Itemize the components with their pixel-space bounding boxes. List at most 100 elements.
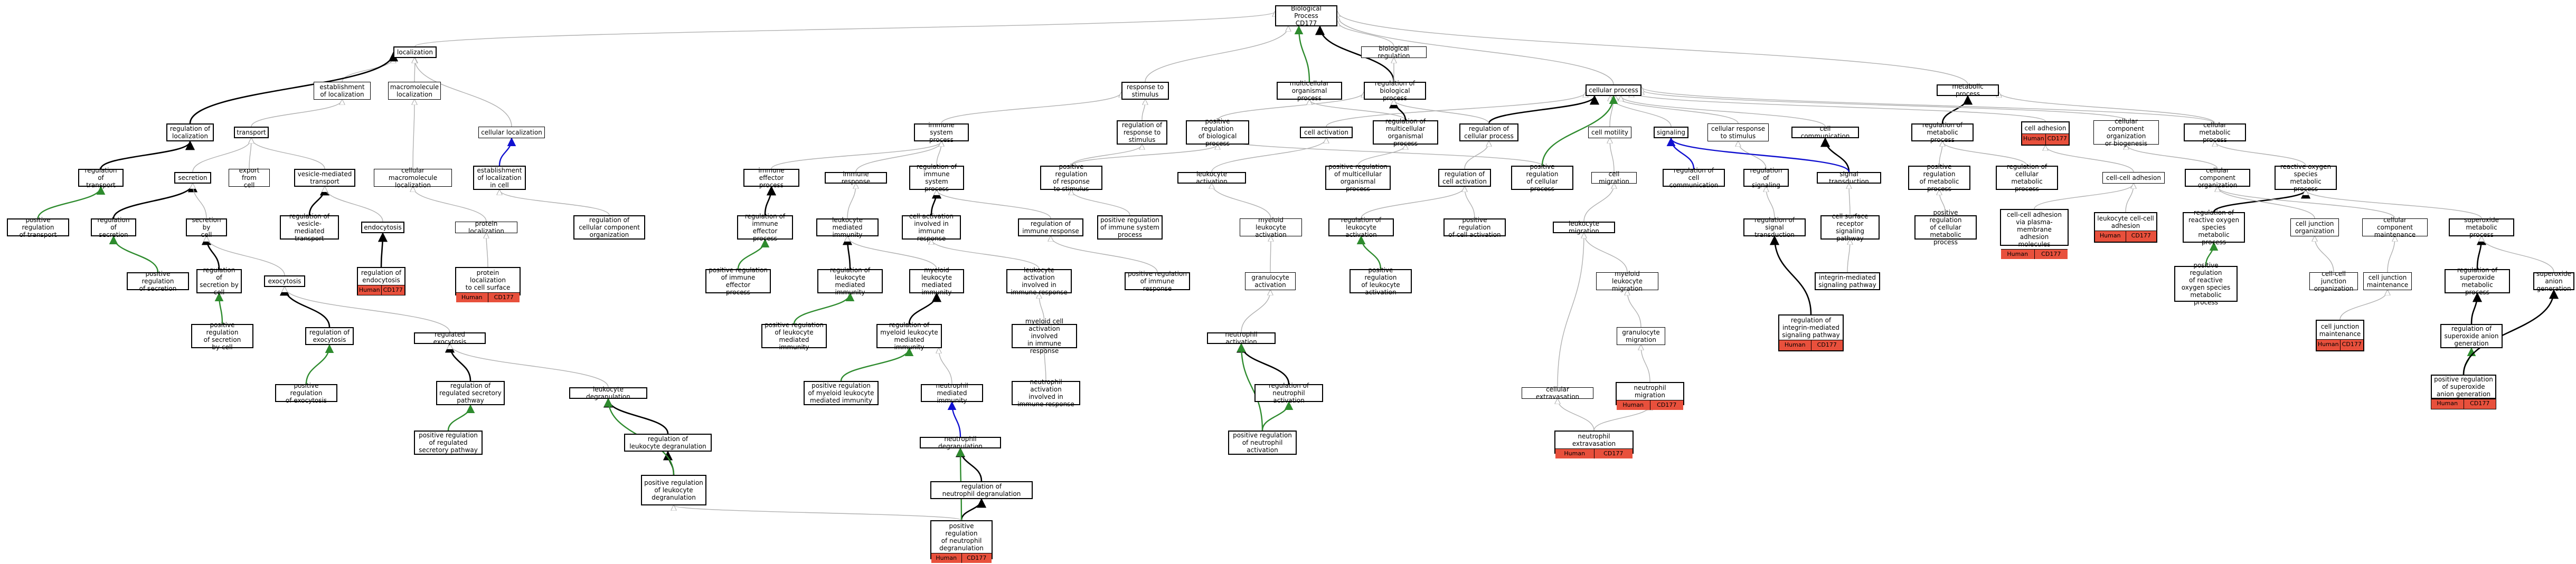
node-positive-regulation-of-regulated-secretory-pathway[interactable]: positive regulation of regulated secreto… [414, 431, 483, 455]
node-regulation-of-signal-transduction[interactable]: regulation of signal transduction [1743, 216, 1806, 238]
node-regulation-of-reactive-oxygen-species-metabolic-process[interactable]: regulation of reactive oxygen species me… [2183, 209, 2245, 246]
node-cell-junction-maintenance[interactable]: cell junction maintenance [2363, 272, 2412, 290]
node-positive-regulation-of-superoxide-anion-generation[interactable]: positive regulation of superoxide anion … [2431, 375, 2496, 399]
node-leukocyte-activation[interactable]: leukocyte activation [1177, 170, 1246, 185]
node-cellular-response-to-stimulus[interactable]: cellular response to stimulus [1707, 123, 1769, 141]
node-cell-activation[interactable]: cell activation [1300, 127, 1353, 138]
node-regulation-of-leukocyte-activation[interactable]: regulation of leukocyte activation [1328, 216, 1394, 238]
node-localization[interactable]: localization [393, 46, 437, 58]
node-metabolic-process[interactable]: metabolic process [1937, 83, 1999, 98]
gene-node-positive-regulation-of-neutrophil-degranulation[interactable]: positive regulation of neutrophil degran… [930, 520, 993, 563]
node-positive-regulation-of-leukocyte-activation[interactable]: positive regulation of leukocyte activat… [1350, 266, 1412, 296]
node-regulation-of-cellular-process[interactable]: regulation of cellular process [1459, 123, 1518, 141]
node-leukocyte-degranulation[interactable]: leukocyte degranulation [569, 386, 647, 400]
node-positive-regulation-of-immune-effector-process[interactable]: positive regulation of immune effector p… [705, 266, 771, 296]
node-establishment-of-localization[interactable]: establishment of localization [314, 82, 371, 100]
node-endocytosis[interactable]: endocytosis [361, 222, 404, 233]
node-regulation-of-regulated-secretory-pathway[interactable]: regulation of regulated secretory pathwa… [436, 381, 505, 405]
node-positive-regulation-of-cell-activation[interactable]: positive regulation of cell activation [1443, 216, 1506, 238]
node-regulation-of-immune-system-process[interactable]: regulation of immune system process [909, 163, 964, 193]
node-regulation-of-cellular-metabolic-process[interactable]: regulation of cellular metabolic process [1996, 163, 2058, 193]
node-positive-regulation-of-cellular-process[interactable]: positive regulation of cellular process [1511, 163, 1573, 193]
node-positive-regulation-of-neutrophil-activation[interactable]: positive regulation of neutrophil activa… [1228, 431, 1297, 455]
node-vesicle-mediated-transport[interactable]: vesicle-mediated transport [294, 169, 355, 187]
node-neutrophil-degranulation[interactable]: neutrophil degranulation [920, 435, 1001, 450]
node-cell-surface-receptor-signaling-pathway[interactable]: cell surface receptor signaling pathway [1820, 213, 1880, 242]
node-biological-process[interactable]: Biological Process CD177 [1275, 5, 1337, 27]
node-immune-response[interactable]: immune response [825, 170, 887, 185]
node-positive-regulation-of-leukocyte-mediated-immunity[interactable]: positive regulation of leukocyte mediate… [761, 321, 827, 351]
node-cell-cell-junction-organization[interactable]: cell-cell junction organization [2309, 270, 2358, 292]
node-cellular-component-organization-or-biogenesis[interactable]: cellular component organization or bioge… [2093, 118, 2159, 147]
node-immune-effector-process[interactable]: immune effector process [743, 167, 799, 189]
node-neutrophil-mediated-immunity[interactable]: neutrophil mediated immunity [921, 382, 983, 404]
node-positive-regulation-of-multicellular-organismal-process[interactable]: positive regulation of multicellular org… [1325, 163, 1391, 193]
node-signal-transduction[interactable]: signal transduction [1817, 170, 1881, 185]
node-positive-regulation-of-transport[interactable]: positive regulation of transport [7, 216, 69, 238]
node-myeloid-leukocyte-mediated-immunity[interactable]: myeloid leukocyte mediated immunity [909, 266, 964, 296]
node-regulation-of-vesicle-mediated-transport[interactable]: regulation of vesicle-mediated transport [280, 213, 339, 242]
node-leukocyte-activation-involved-in-immune-response[interactable]: leukocyte activation involved in immune … [1006, 266, 1072, 296]
node-regulation-of-leukocyte-mediated-immunity[interactable]: regulation of leukocyte mediated immunit… [817, 266, 883, 296]
node-myeloid-cell-activation-involved-in-immune-response[interactable]: myeloid cell activation involved in immu… [1012, 318, 1077, 355]
node-cell-junction-organization[interactable]: cell junction organization [2290, 218, 2339, 236]
node-positive-regulation-of-metabolic-process[interactable]: positive regulation of metabolic process [1908, 163, 1970, 193]
node-protein-localization[interactable]: protein localization [455, 220, 517, 235]
node-cellular-process[interactable]: cellular process [1586, 84, 1641, 96]
node-immune-system-process[interactable]: immune system process [914, 121, 969, 144]
node-superoxide-anion-generation[interactable]: superoxide anion generation [2533, 270, 2574, 292]
node-cellular-extravasation[interactable]: cellular extravasation [1522, 386, 1593, 400]
node-regulation-of-secretion[interactable]: regulation of secretion [91, 216, 136, 238]
node-signaling[interactable]: signaling [1654, 127, 1688, 138]
node-integrin-mediated-signaling-pathway[interactable]: integrin-mediated signaling pathway [1815, 272, 1880, 290]
node-superoxide-metabolic-process[interactable]: superoxide metabolic process [2449, 216, 2514, 238]
node-cell-migration[interactable]: cell migration [1591, 170, 1637, 185]
node-positive-regulation-of-response-to-stimulus[interactable]: positive regulation of response to stimu… [1040, 163, 1102, 193]
node-regulation-of-biological-process[interactable]: regulation of biological process [1364, 80, 1426, 102]
node-exocytosis[interactable]: exocytosis [264, 275, 305, 287]
node-positive-regulation-of-secretion[interactable]: positive regulation of secretion [127, 270, 189, 292]
node-cell-communication[interactable]: cell communication [1791, 125, 1859, 140]
node-regulation-of-metabolic-process[interactable]: regulation of metabolic process [1911, 121, 1974, 144]
node-regulation-of-signaling[interactable]: regulation of signaling [1743, 167, 1789, 189]
node-positive-regulation-of-biological-process[interactable]: positive regulation of biological proces… [1186, 118, 1249, 147]
node-regulation-of-myeloid-leukocyte-mediated-immunity[interactable]: regulation of myeloid leukocyte mediated… [876, 321, 942, 351]
node-multicellular-organismal-process[interactable]: multicellular organismal process [1277, 80, 1342, 102]
node-secretion[interactable]: secretion [174, 172, 211, 184]
node-regulation-of-superoxide-anion-generation[interactable]: regulation of superoxide anion generatio… [2440, 324, 2503, 348]
node-secretion-by-cell[interactable]: secretion by cell [186, 216, 227, 238]
node-positive-regulation-of-immune-response[interactable]: positive regulation of immune response [1125, 270, 1190, 292]
node-positive-regulation-of-exocytosis[interactable]: positive regulation of exocytosis [275, 382, 337, 404]
node-cellular-localization[interactable]: cellular localization [478, 127, 545, 138]
node-leukocyte-migration[interactable]: leukocyte migration [1553, 220, 1615, 235]
gene-node-cell-cell-adhesion-via-plasma-membrane[interactable]: cell-cell adhesion via plasma-membrane a… [2000, 209, 2069, 259]
node-response-to-stimulus[interactable]: response to stimulus [1121, 82, 1169, 100]
gene-node-protein-localization-to-cell-surface[interactable]: protein localization to cell surface Hum… [455, 267, 521, 302]
node-granulocyte-activation[interactable]: granulocyte activation [1245, 272, 1296, 290]
node-cellular-component-maintenance[interactable]: cellular component maintenance [2362, 216, 2428, 238]
node-granulocyte-migration[interactable]: granulocyte migration [1617, 327, 1665, 345]
node-positive-regulation-of-reactive-oxygen-species-metabolic-process[interactable]: positive regulation of reactive oxygen s… [2174, 262, 2238, 306]
node-myeloid-leukocyte-migration[interactable]: myeloid leukocyte migration [1596, 270, 1658, 292]
node-positive-regulation-of-secretion-by-cell[interactable]: positive regulation of secretion by cell [191, 321, 253, 351]
node-regulation-of-localization[interactable]: regulation of localization [166, 123, 214, 141]
node-export-from-cell[interactable]: export from cell [229, 167, 270, 189]
node-regulation-of-immune-response[interactable]: regulation of immune response [1018, 218, 1083, 236]
node-regulation-of-secretion-by-cell[interactable]: regulation of secretion by cell [196, 266, 242, 296]
node-regulation-of-response-to-stimulus[interactable]: regulation of response to stimulus [1117, 120, 1167, 145]
gene-node-regulation-of-integrin-mediated-signaling-pathway[interactable]: regulation of integrin-mediated signalin… [1778, 314, 1844, 351]
node-positive-regulation-of-leukocyte-degranulation[interactable]: positive regulation of leukocyte degranu… [641, 475, 706, 505]
node-positive-regulation-of-myeloid-leukocyte-mediated-immunity[interactable]: positive regulation of myeloid leukocyte… [804, 381, 879, 405]
node-regulation-of-superoxide-metabolic-process[interactable]: regulation of superoxide metabolic proce… [2445, 266, 2510, 296]
node-cell-cell-adhesion[interactable]: cell-cell adhesion [2102, 172, 2165, 184]
node-regulation-of-multicellular-organismal-process[interactable]: regulation of multicellular organismal p… [1373, 118, 1438, 147]
node-cellular-component-organization[interactable]: cellular component organization [2185, 167, 2250, 189]
node-regulated-exocytosis[interactable]: regulated exocytosis [414, 331, 486, 346]
node-cellular-metabolic-process[interactable]: cellular metabolic process [2184, 121, 2246, 144]
node-biological-regulation[interactable]: biological regulation [1361, 45, 1427, 60]
